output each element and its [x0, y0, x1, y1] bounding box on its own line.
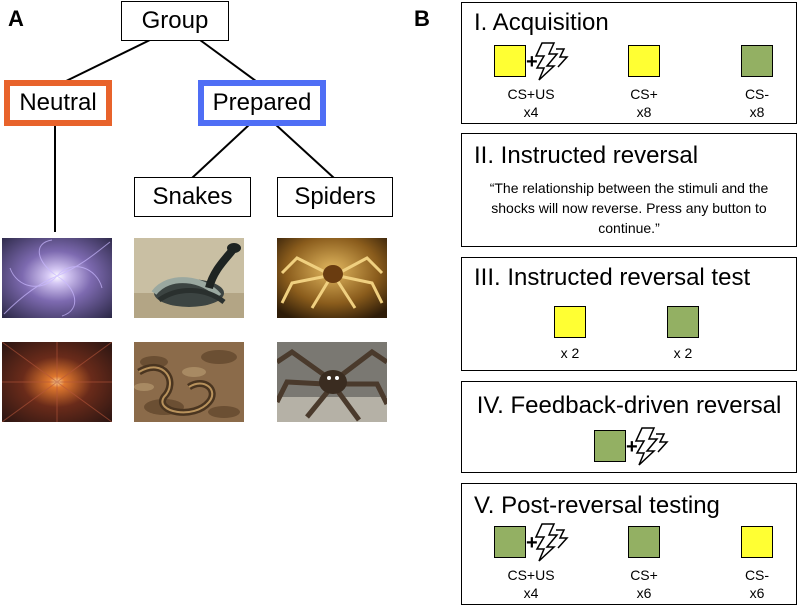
snake-image-2 [134, 342, 244, 422]
cs-green-square [594, 430, 626, 462]
snakes-node: Snakes [134, 177, 251, 217]
cs-yellow-square [628, 45, 660, 77]
tree-connector-lines [54, 39, 335, 232]
cs-minus-label: CS-x8 [744, 86, 770, 120]
phase-title: I. Acquisition [474, 9, 609, 36]
panel-b-letter: B [414, 6, 430, 31]
phase-title: IV. Feedback-driven reversal [476, 392, 782, 419]
prepared-node: Prepared [198, 80, 326, 126]
cs-green-square [667, 306, 699, 338]
cs-green-square [628, 526, 660, 558]
cs-yellow-square [554, 306, 586, 338]
cs-green-square [741, 45, 773, 77]
neutral-fractal-image-1 [2, 238, 112, 318]
phase-title: V. Post-reversal testing [474, 492, 720, 519]
cs-yellow-square [494, 45, 526, 77]
phase-title: II. Instructed reversal [474, 142, 699, 169]
plus-sign: + [626, 436, 638, 458]
cs-minus-label: CS-x6 [744, 567, 770, 601]
repeat-count-label: x 2 [673, 345, 693, 361]
phase-feedback-driven-reversal: IV. Feedback-driven reversal + [461, 381, 797, 473]
cs-plus-label: CS+x6 [630, 567, 658, 601]
neutral-fractal-image-2 [2, 342, 112, 422]
repeat-count-label: x 2 [560, 345, 580, 361]
shock-bolt-icon [534, 42, 569, 81]
spider-image-1 [277, 238, 387, 318]
cs-plus-label: CS+x8 [630, 86, 658, 120]
group-node: Group [121, 1, 229, 41]
neutral-node: Neutral [4, 80, 112, 126]
cs-yellow-square [741, 526, 773, 558]
plus-sign: + [526, 51, 538, 73]
phase-instructed-reversal-test: III. Instructed reversal test x 2 x 2 [461, 257, 797, 371]
cs-green-square [494, 526, 526, 558]
shock-bolt-icon [634, 427, 669, 466]
phase-title: III. Instructed reversal test [474, 264, 751, 291]
phase-instructed-reversal: II. Instructed reversal “The relationshi… [461, 133, 797, 247]
panel-a-letter: A [8, 6, 24, 31]
spiders-node: Spiders [277, 177, 393, 217]
instruction-quote: “The relationship between the stimuli an… [489, 180, 769, 236]
spider-image-2 [277, 342, 387, 422]
snake-image-1 [134, 238, 244, 318]
plus-sign: + [526, 532, 538, 554]
shock-bolt-icon [534, 523, 569, 562]
